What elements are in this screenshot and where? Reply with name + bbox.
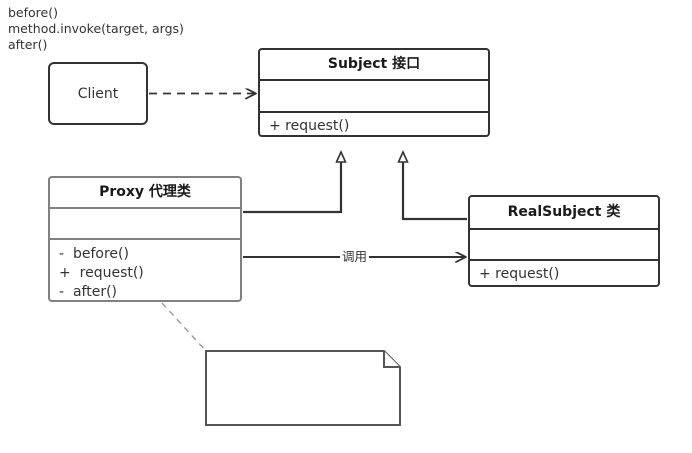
class-box-realsubject[interactable]: RealSubject 类 + request()	[468, 195, 660, 287]
note-shape	[205, 350, 401, 426]
proxy-attributes-compartment	[50, 207, 240, 238]
subject-operations-compartment: + request()	[260, 111, 488, 135]
subject-operation: + request()	[269, 118, 350, 134]
class-box-client[interactable]: Client	[48, 62, 148, 125]
edge-realsubject-to-subject	[403, 152, 467, 221]
note-line-invoke: method.invoke(target, args)	[8, 21, 184, 36]
proxy-operation-after: - after()	[59, 284, 117, 300]
realsubject-operation: + request()	[479, 266, 560, 282]
note-line-before: before()	[8, 5, 58, 20]
proxy-operation-request: + request()	[59, 265, 144, 281]
subject-title: Subject 接口	[327, 56, 421, 72]
edge-proxy-to-subject	[243, 152, 341, 214]
proxy-operation-before: - before()	[59, 246, 129, 262]
realsubject-attributes-compartment	[470, 228, 658, 259]
edge-label-call: 调用	[340, 249, 370, 265]
client-label: Client	[77, 85, 119, 102]
realsubject-title: RealSubject 类	[507, 204, 621, 220]
class-box-proxy[interactable]: Proxy 代理类 - before() + request() - after…	[48, 176, 242, 302]
subject-attributes-compartment	[260, 79, 488, 111]
class-box-subject[interactable]: Subject 接口 + request()	[258, 48, 490, 137]
proxy-title: Proxy 代理类	[99, 184, 191, 200]
note-line-after: after()	[8, 37, 48, 52]
realsubject-operations-compartment: + request()	[470, 259, 658, 285]
proxy-operations-compartment: - before() + request() - after()	[50, 238, 240, 300]
note-box[interactable]: before() method.invoke(target, args) aft…	[8, 5, 686, 53]
edge-proxy-to-note	[161, 302, 207, 352]
